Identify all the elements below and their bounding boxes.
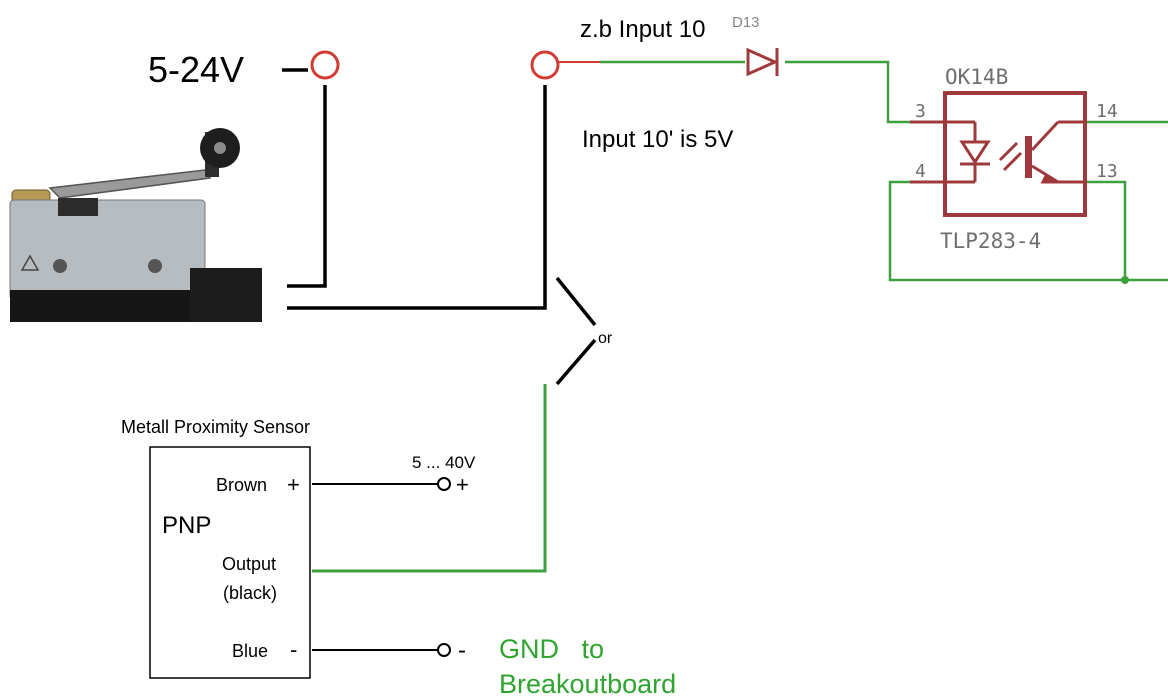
blue-sign: -: [290, 637, 297, 662]
pin-13-label: 13: [1096, 161, 1118, 182]
gnd-label-line2: Breakoutboard: [499, 669, 676, 699]
brown-sign: +: [287, 472, 300, 497]
output-label-line2: (black): [223, 583, 277, 603]
optocoupler-body: [943, 91, 1087, 217]
pin-4-label: 4: [915, 161, 926, 182]
sensor-supply-sign: +: [456, 472, 469, 497]
sensor-supply-terminal: [437, 477, 451, 491]
blue-label: Blue: [232, 641, 268, 661]
sensor-type-label: PNP: [162, 512, 211, 539]
brown-label: Brown: [216, 475, 267, 495]
supply-terminal: [310, 50, 340, 80]
optocoupler-internals: [910, 120, 1085, 184]
pin-3-label: 3: [915, 101, 926, 122]
sensor-title: Metall Proximity Sensor: [121, 417, 310, 437]
or-label: or: [598, 330, 613, 347]
output-label-line1: Output: [222, 554, 276, 574]
diode-ref: D13: [732, 14, 760, 31]
switch-wires: [282, 68, 597, 386]
gnd-label-line1: GND to: [499, 634, 604, 664]
sensor-gnd-sign: -: [458, 637, 466, 664]
input-label: z.b Input 10: [580, 16, 705, 43]
input-note: Input 10' is 5V: [582, 126, 733, 153]
sensor-supply-label: 5 ... 40V: [412, 453, 476, 472]
junction-dot: [1121, 276, 1129, 284]
sensor-wires: [312, 384, 547, 651]
diode-symbol: [746, 47, 779, 77]
input-terminal: [530, 50, 560, 80]
limit-switch-image: [9, 128, 262, 322]
optocoupler-part: TLP283-4: [940, 229, 1041, 253]
sensor-gnd-terminal: [437, 643, 451, 657]
supply-voltage-label: 5-24V: [148, 49, 244, 90]
optocoupler-ref: OK14B: [945, 65, 1008, 89]
pin-14-label: 14: [1096, 101, 1118, 122]
sensor-box: [149, 446, 311, 679]
